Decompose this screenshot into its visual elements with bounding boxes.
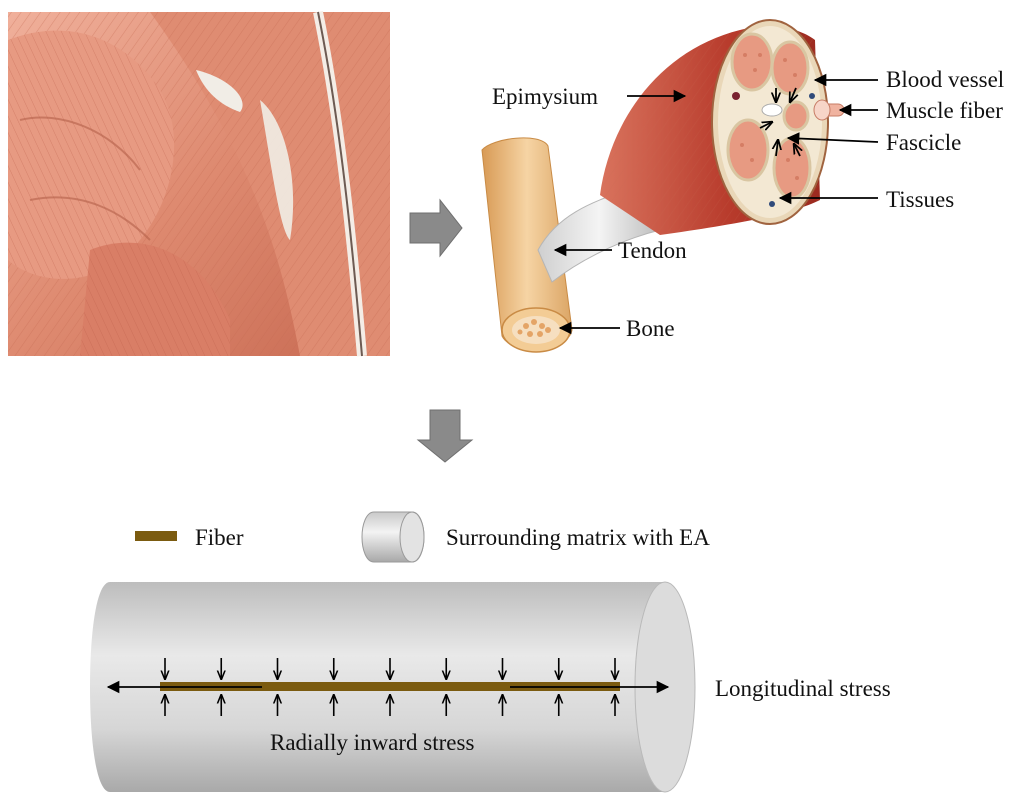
longitudinal-stress-label: Longitudinal stress — [715, 677, 891, 700]
radial-stress-label: Radially inward stress — [270, 731, 474, 754]
muscle-anatomy-illustration — [482, 20, 844, 352]
legend-matrix-swatch — [362, 512, 424, 562]
legend-fiber-swatch — [135, 531, 177, 541]
legend-matrix-label: Surrounding matrix with EA — [446, 526, 710, 549]
label-bone: Bone — [626, 317, 675, 340]
muscle-fiber-strand — [814, 100, 844, 120]
flow-arrow-down — [418, 410, 472, 462]
label-tendon: Tendon — [618, 239, 687, 262]
legend-fiber-label: Fiber — [195, 526, 244, 549]
flow-arrow-right — [410, 200, 462, 256]
label-tissues: Tissues — [886, 188, 954, 211]
label-epimysium: Epimysium — [492, 85, 598, 108]
label-muscle-fiber: Muscle fiber — [886, 99, 1003, 122]
label-blood-vessel: Blood vessel — [886, 68, 1004, 91]
label-fascicle: Fascicle — [886, 131, 961, 154]
shoulder-muscle-image — [8, 12, 390, 356]
